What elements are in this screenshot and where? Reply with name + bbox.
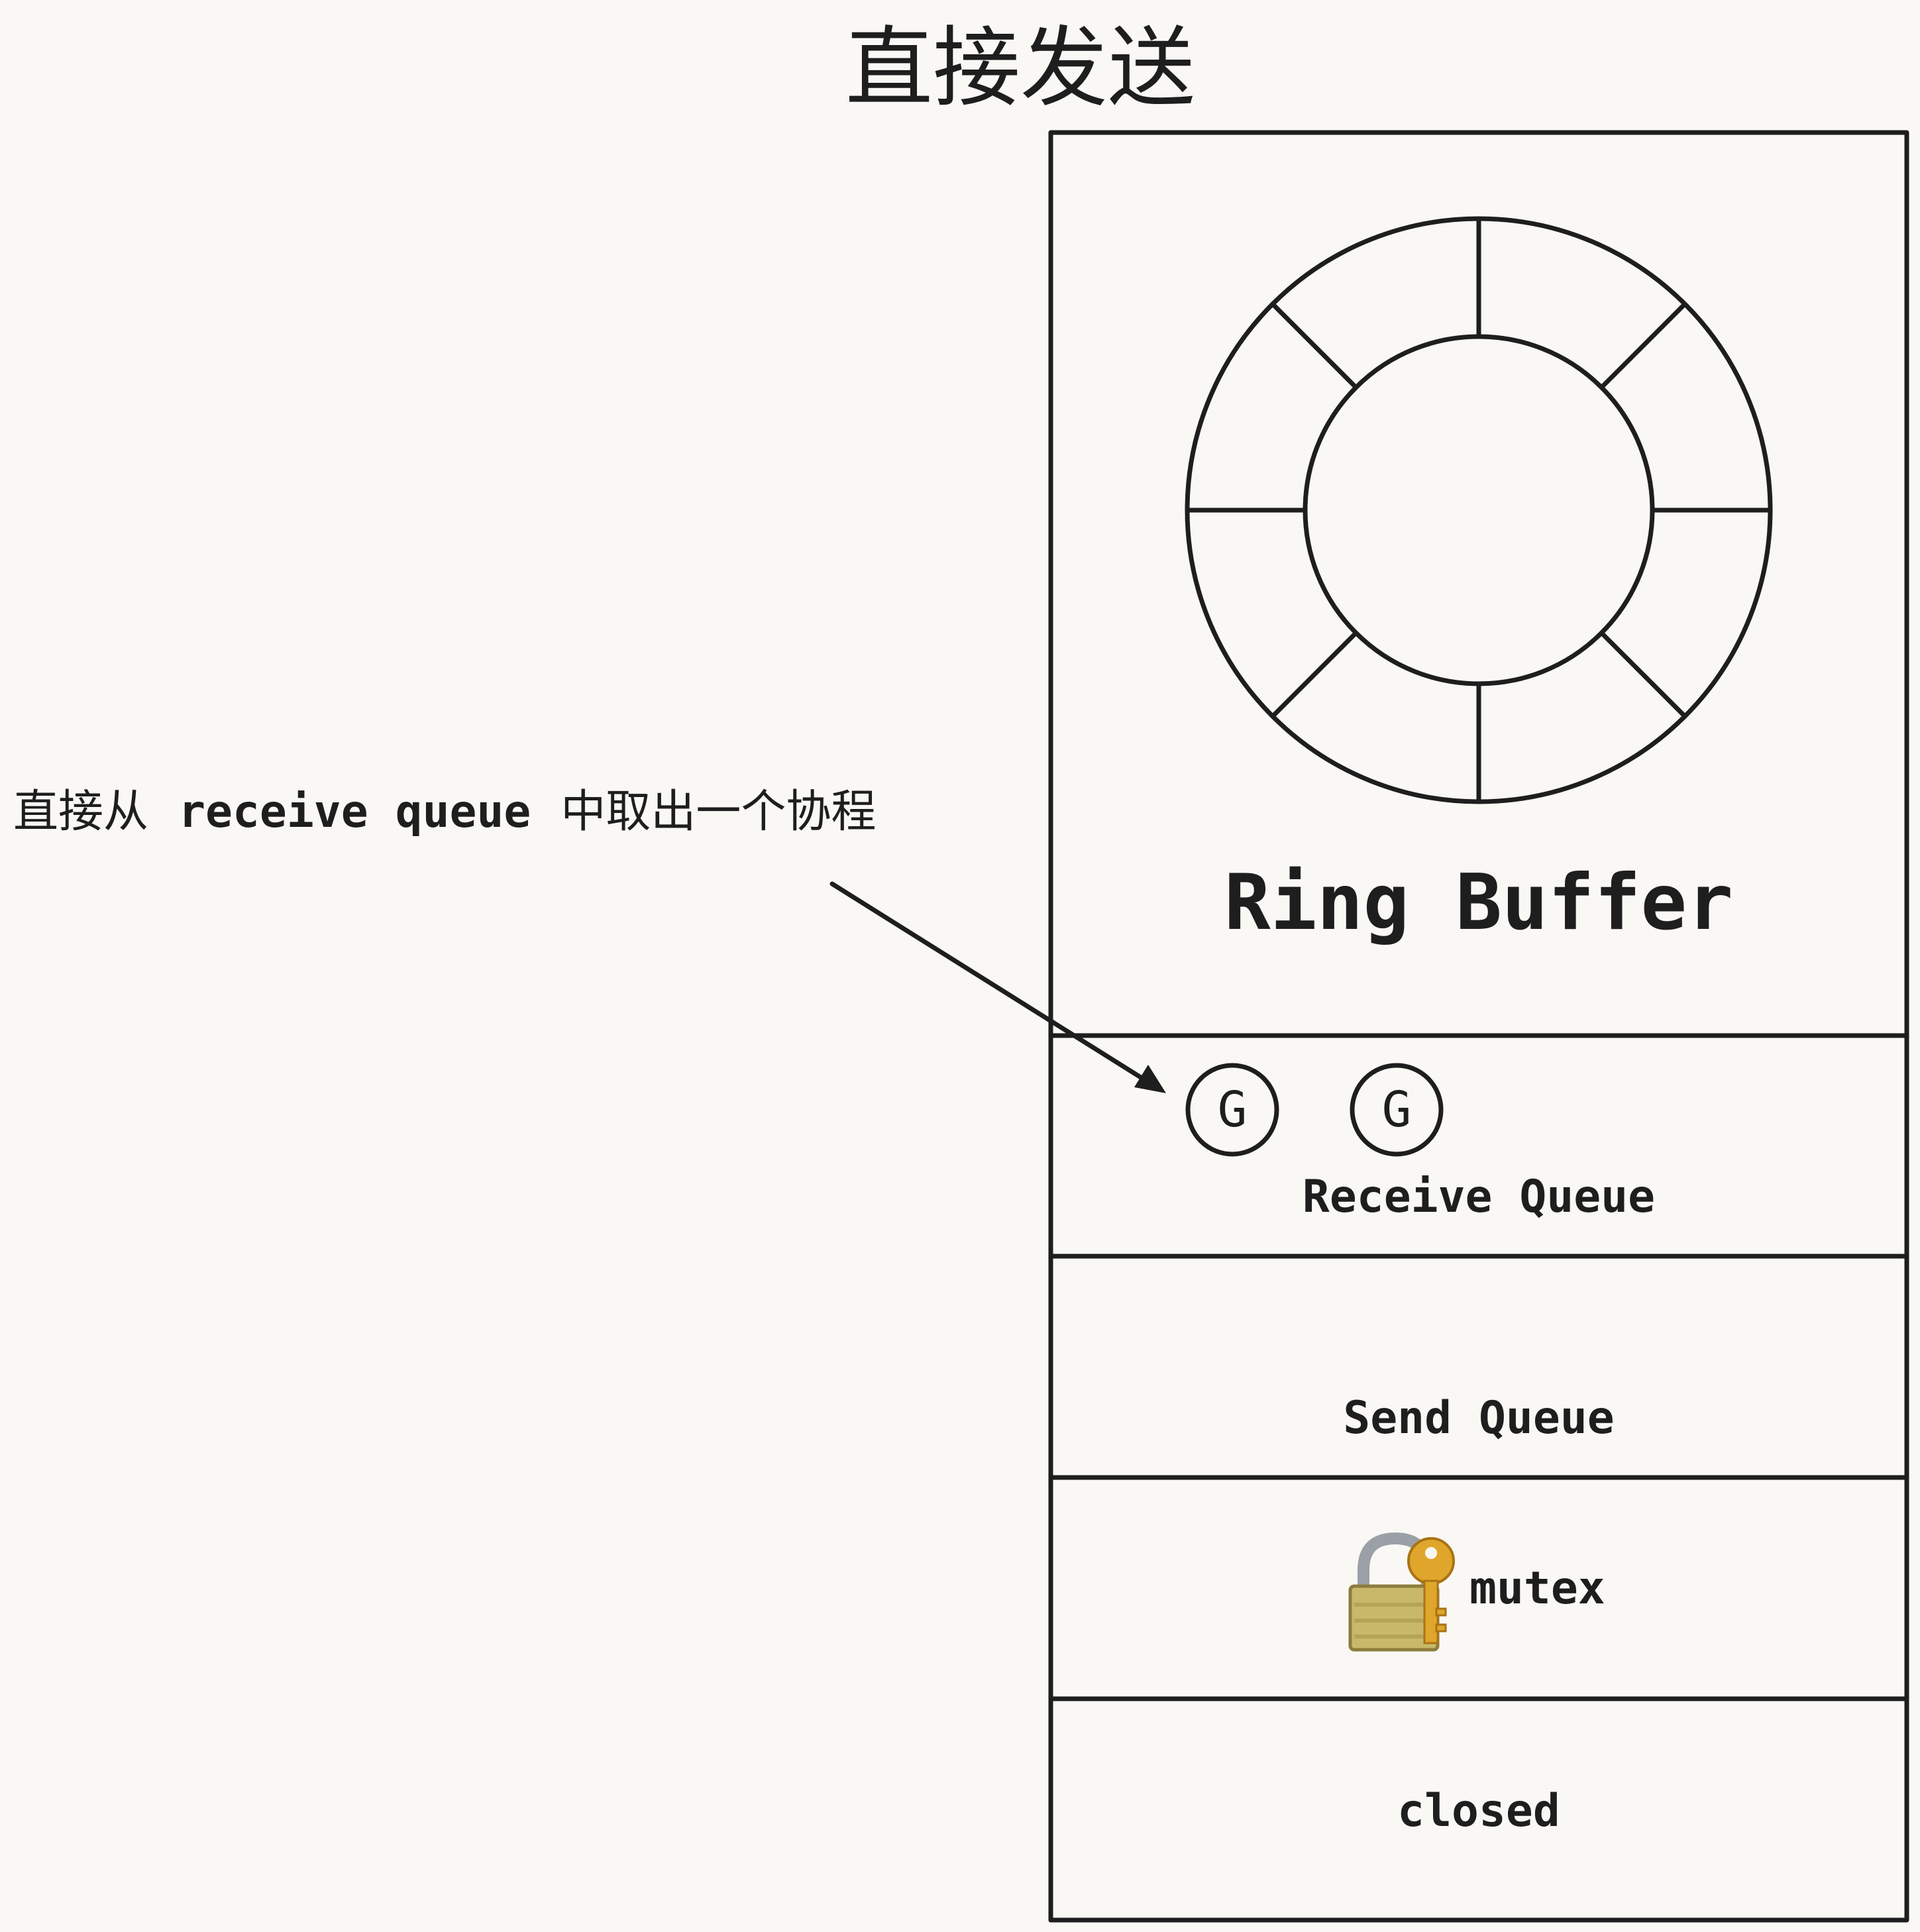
ring-buffer-icon [1185, 216, 1773, 804]
goroutine-circle [1350, 1063, 1444, 1157]
annotation-text: 直接从 receive queue 中取出一个协程 [13, 786, 876, 838]
ring-slot-divider [1599, 630, 1687, 719]
key-hole [1425, 1547, 1437, 1559]
key-tooth [1435, 1623, 1447, 1633]
goroutine-label: G [1218, 1081, 1248, 1138]
closed-section: closed [1397, 1785, 1560, 1837]
ring-slot-divider [1270, 301, 1359, 390]
mutex-section: mutex [1348, 1532, 1605, 1652]
key-bow [1407, 1537, 1455, 1585]
mutex-label: mutex [1469, 1562, 1605, 1615]
annotation-prefix: 直接从 [13, 786, 148, 838]
receive-queue-label: Receive Queue [1303, 1171, 1655, 1223]
annotation-arrow [829, 881, 1166, 1093]
ring-buffer-label: Ring Buffer [1224, 858, 1733, 947]
ring-buffer-section: Ring Buffer [1185, 216, 1773, 947]
closed-label: closed [1397, 1785, 1560, 1837]
goroutine-1: G [1185, 1063, 1279, 1157]
arrowhead [1134, 1065, 1166, 1093]
goroutine-circle [1185, 1063, 1279, 1157]
annotation-suffix: 中取出一个协程 [560, 786, 876, 838]
diagram-title: 直接发送 [845, 17, 1195, 119]
lock-with-key-icon [1348, 1532, 1455, 1652]
receive-queue-section: G G Receive Queue [1185, 1063, 1655, 1223]
send-queue-label: Send Queue [1343, 1392, 1614, 1444]
key-tooth [1435, 1607, 1447, 1617]
goroutine-2: G [1350, 1063, 1444, 1157]
goroutine-label: G [1382, 1081, 1412, 1138]
channel-struct: Ring Buffer G G Receive Queue Send Queue [1048, 130, 1909, 1923]
ring-slot-divider [1270, 630, 1359, 719]
send-queue-section: Send Queue [1343, 1392, 1614, 1444]
annotation-code: receive queue [178, 786, 531, 838]
ring-slot-divider [1599, 301, 1687, 390]
